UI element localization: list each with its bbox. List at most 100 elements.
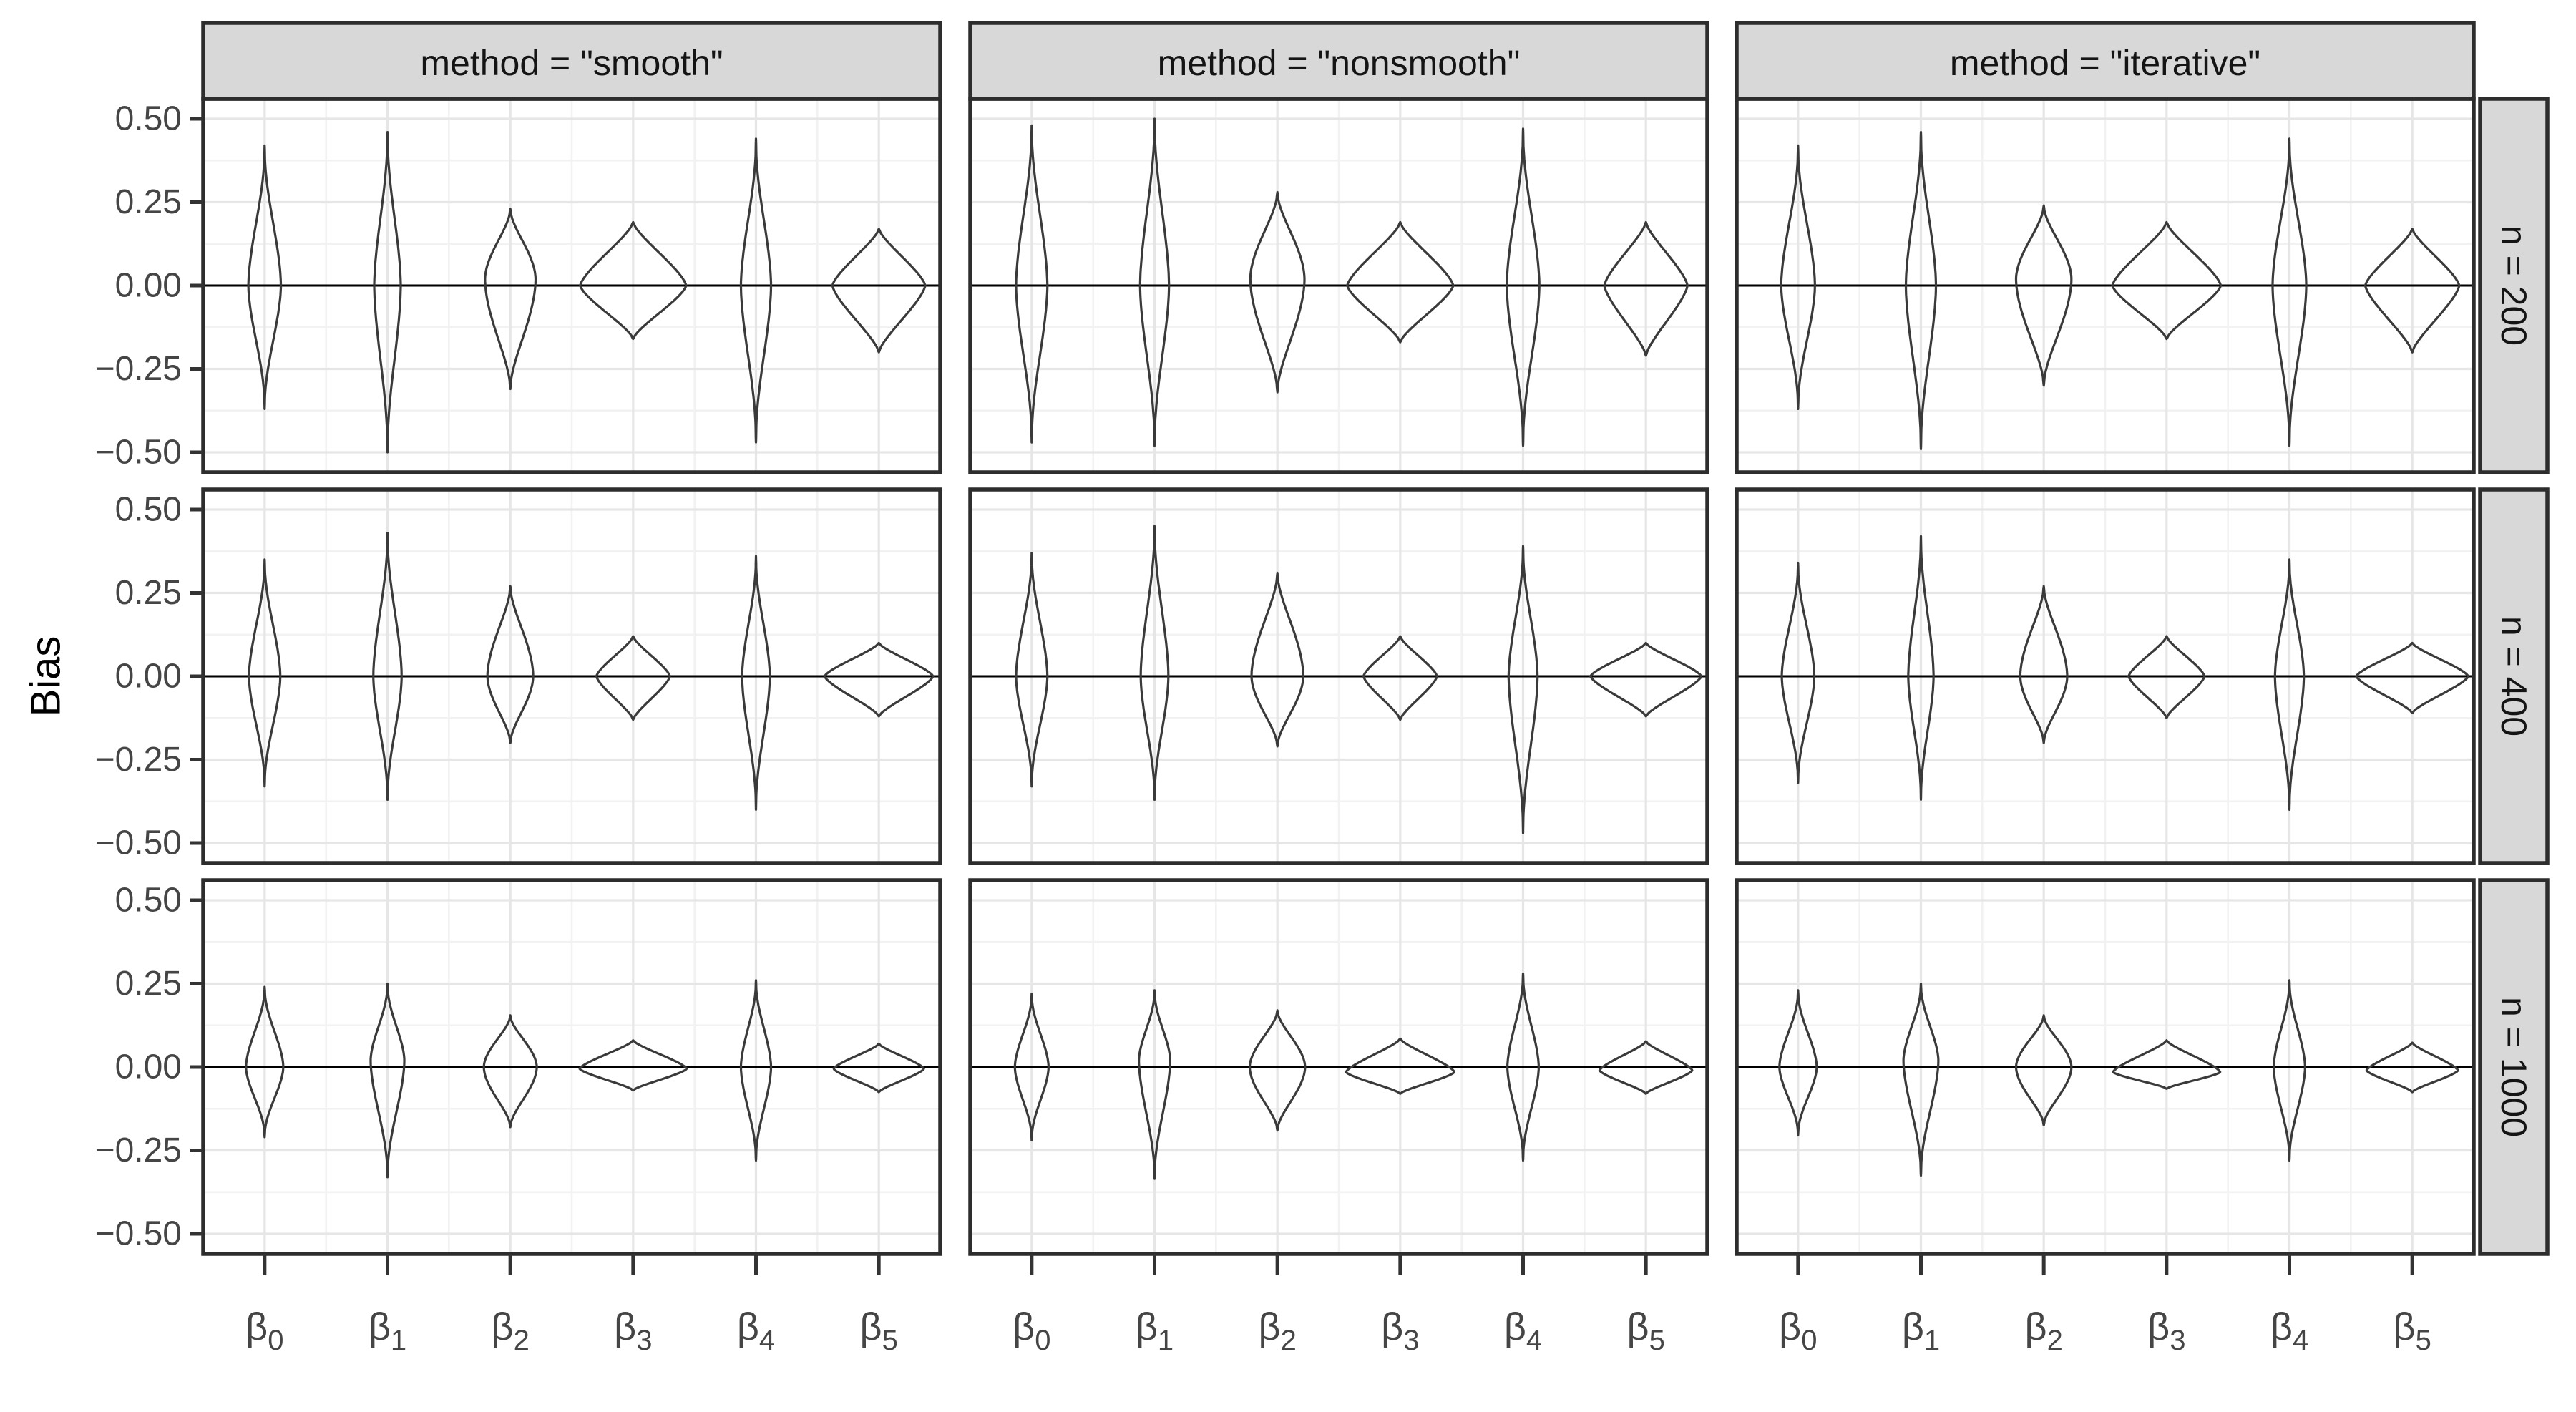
- violin-smooth-n200-beta3: [579, 220, 688, 341]
- y-axis-row-2: 0.500.250.00−0.25−0.50: [95, 881, 203, 1253]
- x-tick-label: β1: [369, 1305, 406, 1356]
- violin-iterative-n200-beta4: [2271, 137, 2308, 447]
- x-tick-label-base: β: [860, 1305, 882, 1348]
- y-tick-label: 0.50: [115, 490, 182, 528]
- violin-iterative-n200-beta2: [2014, 204, 2073, 387]
- x-tick-label: β4: [1504, 1305, 1542, 1356]
- violin-iterative-n1000-beta1: [1902, 982, 1940, 1177]
- x-tick-label: β3: [2147, 1305, 2185, 1356]
- violin-smooth-n400-beta5: [824, 641, 935, 718]
- violin-smooth-n400-beta1: [372, 532, 403, 801]
- row-strip-2: n = 1000: [2478, 878, 2550, 1256]
- violin-iterative-n200-beta3: [2111, 220, 2223, 341]
- x-tick-label: β2: [2025, 1305, 2063, 1356]
- violin-smooth-n200-beta4: [739, 137, 773, 444]
- x-tick-label: β2: [492, 1305, 530, 1356]
- y-tick-label: 0.00: [115, 1048, 182, 1086]
- violin-nonsmooth-n200-beta4: [1506, 127, 1541, 447]
- violin-smooth-n200-beta0: [247, 144, 283, 410]
- y-tick-label: 0.25: [115, 183, 182, 221]
- violin-nonsmooth-n1000-beta3: [1345, 1037, 1455, 1095]
- violin-smooth-n1000-beta0: [245, 985, 285, 1139]
- violin-nonsmooth-n1000-beta2: [1248, 1009, 1307, 1132]
- y-tick-label: −0.50: [95, 434, 182, 472]
- row-strip-0: n = 200: [2478, 97, 2550, 474]
- panel-iterative-n1000: [1735, 878, 2476, 1256]
- x-tick-label-subscript: 4: [759, 1325, 775, 1356]
- violin-smooth-n400-beta2: [486, 585, 535, 744]
- violin-nonsmooth-n200-beta2: [1249, 190, 1306, 394]
- x-tick-label-subscript: 2: [2047, 1325, 2063, 1356]
- violin-smooth-n200-beta2: [484, 208, 537, 391]
- violin-iterative-n1000-beta4: [2273, 979, 2306, 1162]
- x-tick-label-base: β: [1381, 1305, 1403, 1348]
- row-strip-1: n = 400: [2478, 487, 2550, 865]
- x-tick-label: β5: [1627, 1305, 1665, 1356]
- x-tick-label-subscript: 0: [1035, 1325, 1050, 1356]
- y-tick-label: −0.25: [95, 350, 182, 388]
- x-tick-label: β4: [2270, 1305, 2308, 1356]
- x-tick-label-subscript: 1: [391, 1325, 406, 1356]
- panel-nonsmooth-n400: [968, 487, 1709, 865]
- y-tick-label: 0.25: [115, 965, 182, 1003]
- violin-iterative-n1000-beta0: [1778, 989, 1818, 1137]
- violin-iterative-n400-beta1: [1907, 535, 1935, 801]
- col-strip-1: method = "nonsmooth": [968, 21, 1709, 101]
- violin-nonsmooth-n1000-beta0: [1013, 992, 1050, 1142]
- violin-smooth-n1000-beta3: [578, 1039, 688, 1092]
- violin-smooth-n400-beta3: [595, 635, 671, 721]
- x-tick-label-base: β: [1013, 1305, 1035, 1348]
- row-strip-label: n = 200: [2494, 225, 2534, 346]
- y-axis-row-1: 0.500.250.00−0.25−0.50: [95, 490, 203, 862]
- panel-border: [968, 487, 1709, 865]
- col-strip-box: [201, 21, 942, 101]
- x-tick-label: β2: [1259, 1305, 1297, 1356]
- x-tick-label-base: β: [1259, 1305, 1281, 1348]
- panel-iterative-n200: [1735, 97, 2476, 474]
- violin-smooth-n1000-beta2: [482, 1014, 538, 1129]
- violin-nonsmooth-n400-beta0: [1015, 552, 1049, 788]
- x-tick-label: β0: [245, 1305, 283, 1356]
- panel-nonsmooth-n200: [968, 97, 1709, 474]
- violin-nonsmooth-n200-beta1: [1138, 117, 1171, 447]
- violin-smooth-n200-beta5: [831, 228, 927, 354]
- violin-smooth-n400-beta4: [741, 555, 771, 811]
- x-tick-label: β0: [1779, 1305, 1817, 1356]
- col-strip-label: method = "iterative": [1950, 43, 2260, 83]
- row-strip-label: n = 400: [2494, 616, 2534, 736]
- x-tick-label-base: β: [2394, 1305, 2416, 1348]
- violin-smooth-n400-beta0: [248, 558, 282, 788]
- panel-smooth-n200: [201, 97, 942, 474]
- x-tick-label-subscript: 2: [1281, 1325, 1297, 1356]
- col-strip-label: method = "nonsmooth": [1158, 43, 1521, 83]
- x-tick-label-subscript: 4: [1526, 1325, 1542, 1356]
- x-tick-label-subscript: 1: [1924, 1325, 1940, 1356]
- x-tick-label-base: β: [492, 1305, 514, 1348]
- violin-nonsmooth-n200-beta0: [1015, 124, 1049, 444]
- x-tick-label: β1: [1136, 1305, 1174, 1356]
- violin-nonsmooth-n1000-beta4: [1506, 972, 1540, 1162]
- row-strip-box: [2478, 97, 2550, 474]
- y-tick-label: −0.25: [95, 1131, 182, 1169]
- violin-nonsmooth-n1000-beta1: [1138, 989, 1171, 1180]
- x-tick-label-base: β: [1627, 1305, 1649, 1348]
- x-tick-label-subscript: 0: [268, 1325, 283, 1356]
- x-tick-label-base: β: [737, 1305, 759, 1348]
- x-tick-label-subscript: 3: [2170, 1325, 2185, 1356]
- violin-nonsmooth-n400-beta4: [1507, 545, 1539, 834]
- x-tick-label-base: β: [614, 1305, 636, 1348]
- x-tick-label-base: β: [2025, 1305, 2047, 1348]
- violin-iterative-n1000-beta2: [2014, 1014, 2073, 1127]
- x-tick-label: β0: [1013, 1305, 1050, 1356]
- y-tick-label: −0.50: [95, 824, 182, 862]
- x-tick-label: β5: [860, 1305, 898, 1356]
- violin-smooth-n200-beta1: [373, 131, 402, 454]
- violin-iterative-n1000-beta3: [2112, 1039, 2222, 1090]
- violin-iterative-n400-beta3: [2127, 635, 2206, 719]
- violin-iterative-n400-beta0: [1780, 561, 1816, 784]
- violin-nonsmooth-n400-beta3: [1362, 635, 1438, 721]
